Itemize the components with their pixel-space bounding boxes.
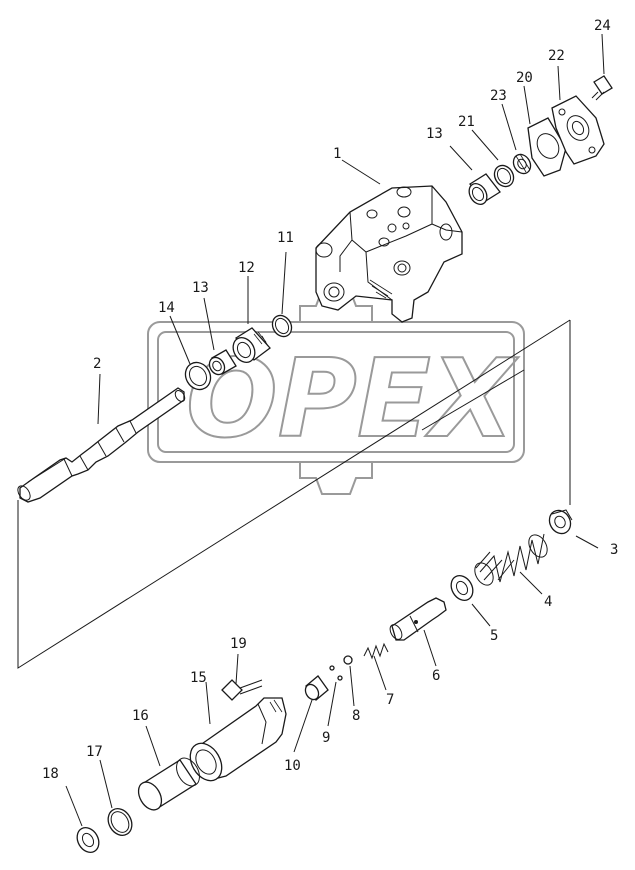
- part-21-o-ring: [493, 164, 515, 188]
- part-17-o-ring: [107, 808, 133, 836]
- part-11-o-ring: [271, 314, 293, 338]
- part-label-16: 16: [132, 708, 149, 724]
- part-1-valve-body: [315, 185, 463, 323]
- part-label-1: 1: [333, 146, 341, 162]
- part-label-21: 21: [458, 114, 475, 130]
- part-18-washer: [76, 827, 100, 853]
- part-13-bushing-right: [468, 173, 501, 205]
- part-label-4: 4: [544, 594, 552, 610]
- part-12-seal-retainer: [232, 327, 271, 363]
- part-14-o-ring: [184, 361, 212, 391]
- part-24-screw: [591, 75, 613, 101]
- part-6-plunger: [389, 597, 447, 641]
- part-label-22: 22: [548, 48, 565, 64]
- part-label-13-upper: 13: [426, 126, 443, 142]
- part-label-18: 18: [42, 766, 59, 782]
- part-label-15: 15: [190, 670, 207, 686]
- part-label-20: 20: [516, 70, 533, 86]
- part-23-nut: [512, 153, 532, 175]
- opex-watermark: OPEX: [147, 289, 525, 495]
- part-5-washer: [450, 575, 474, 601]
- part-label-19: 19: [230, 636, 247, 652]
- part-8-ball: [343, 655, 353, 665]
- part-3-spring-seat: [548, 509, 573, 535]
- part-4-spring: [474, 533, 548, 586]
- part-22-cover: [551, 95, 605, 165]
- part-20-gasket: [527, 117, 567, 177]
- part-10-plug: [304, 675, 329, 701]
- part-number-labels: 1 2 3 4 5 6 7 8 9 10 11 12 13 13 14 15 1…: [42, 18, 618, 782]
- part-label-7: 7: [386, 692, 394, 708]
- part-2-spool: [17, 387, 186, 503]
- part-7-small-spring: [363, 642, 389, 660]
- part-19-bolt: [221, 679, 263, 701]
- part-label-24: 24: [594, 18, 611, 34]
- part-label-9: 9: [322, 730, 330, 746]
- part-label-2: 2: [93, 356, 101, 372]
- part-label-10: 10: [284, 758, 301, 774]
- leader-lines: [65, 33, 605, 827]
- part-label-6: 6: [432, 668, 440, 684]
- part-label-5: 5: [490, 628, 498, 644]
- part-label-23: 23: [490, 88, 507, 104]
- part-label-3: 3: [610, 542, 618, 558]
- part-13-bushing-left: [208, 349, 237, 376]
- part-label-12: 12: [238, 260, 255, 276]
- assembly-connection-lines: [17, 319, 571, 669]
- part-label-17: 17: [86, 744, 103, 760]
- part-16-sleeve: [137, 757, 200, 811]
- part-label-13-lower: 13: [192, 280, 209, 296]
- part-label-8: 8: [352, 708, 360, 724]
- part-label-14: 14: [158, 300, 175, 316]
- part-label-11: 11: [277, 230, 294, 246]
- part-9-small-balls: [329, 665, 343, 681]
